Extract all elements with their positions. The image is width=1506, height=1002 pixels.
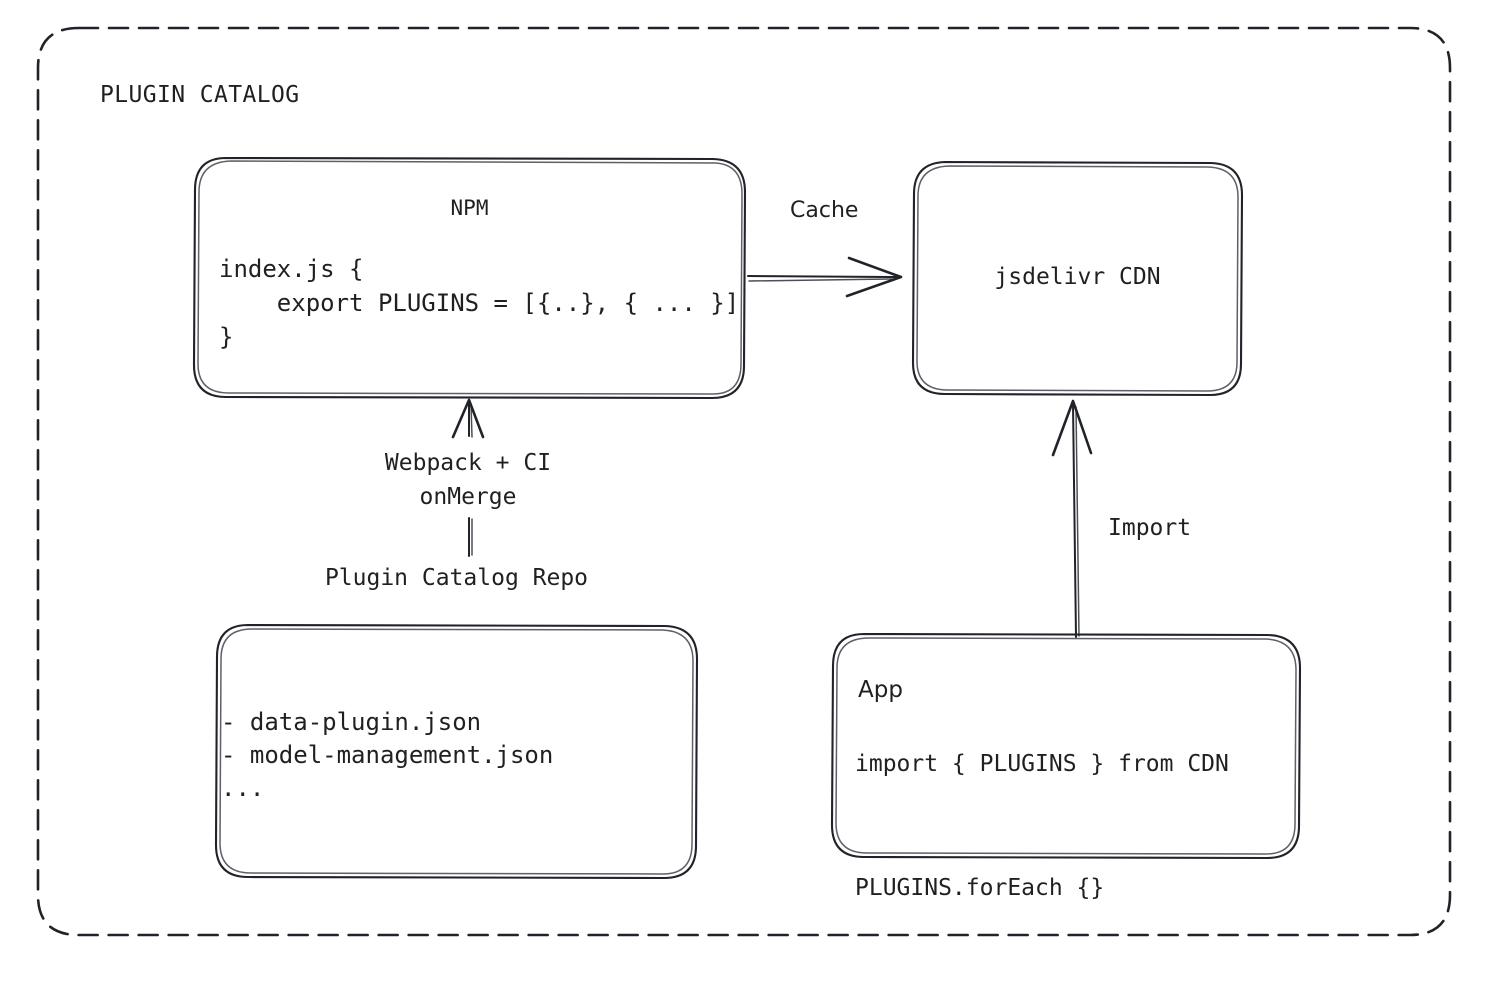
cdn-node-title: jsdelivr CDN bbox=[994, 264, 1161, 290]
app-node-code: import { PLUGINS } from CDN PLUGINS.forE… bbox=[855, 751, 1229, 901]
edge-label-cache: Cache bbox=[790, 198, 859, 223]
container-title: PLUGIN CATALOG bbox=[100, 82, 300, 108]
npm-node-title: NPM bbox=[450, 196, 489, 220]
app-node-title: App bbox=[858, 677, 903, 703]
npm-node-code: index.js { export PLUGINS = [{..}, { ...… bbox=[219, 255, 740, 351]
repo-node-file-list: - data-plugin.json - model-management.js… bbox=[221, 708, 554, 802]
arrow-app-to-cdn bbox=[1051, 399, 1093, 638]
arrow-npm-to-cdn bbox=[747, 256, 903, 298]
edge-label-import: Import bbox=[1108, 515, 1192, 541]
repo-node-caption: Plugin Catalog Repo bbox=[324, 565, 589, 591]
edge-label-webpack-ci-onmerge: Webpack + CI onMerge bbox=[384, 450, 552, 510]
